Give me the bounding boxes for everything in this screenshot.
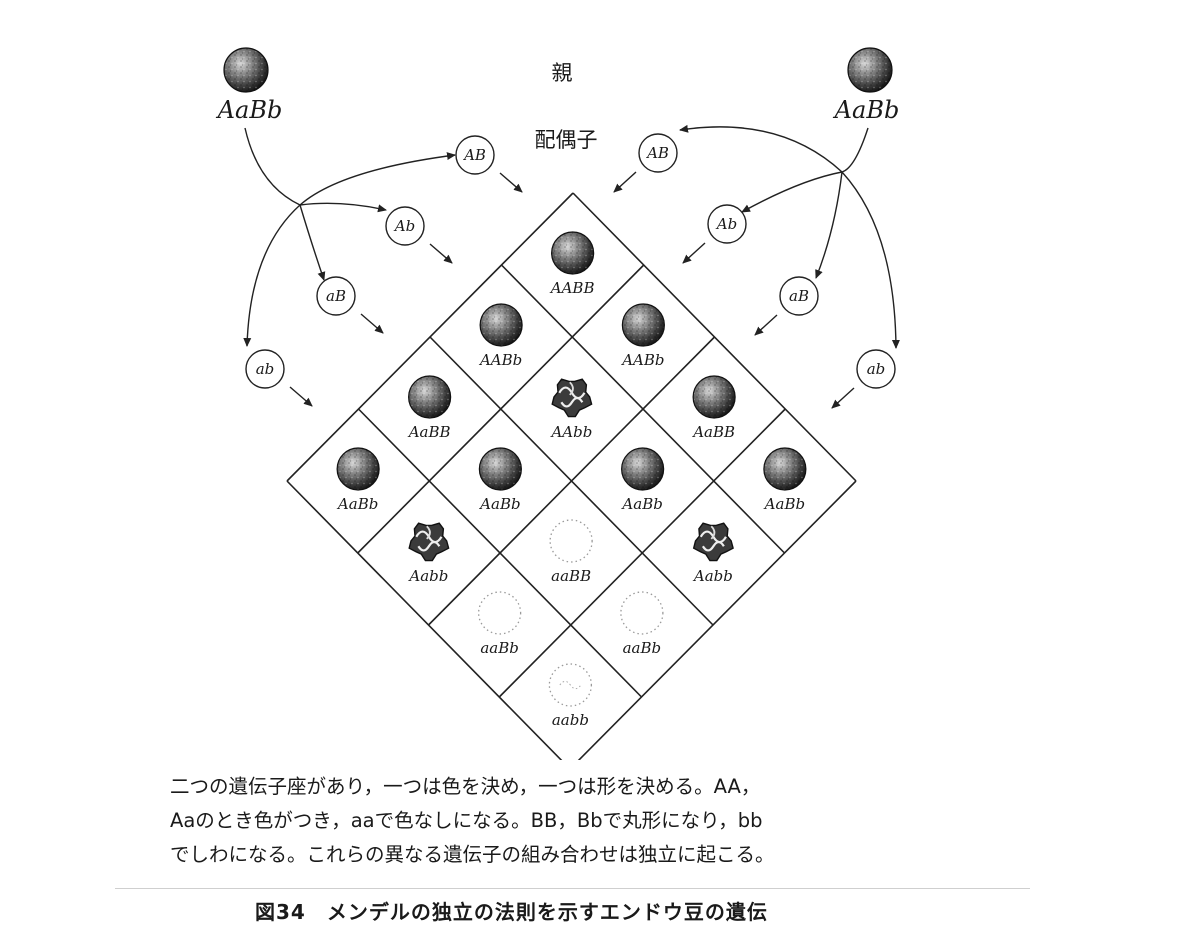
gamete-right-3: aB [754, 276, 819, 336]
offspring-cell: aaBB [549, 519, 593, 585]
parent-left-pea-icon [223, 47, 269, 93]
offspring-cell: AABb [478, 303, 523, 369]
offspring-cell: Aabb [407, 522, 450, 585]
pea-icon [692, 522, 734, 562]
gametes-left: AB Ab aB ab [245, 135, 523, 407]
figure-title: 図34 メンデルの独立の法則を示すエンドウ豆の遺伝 [255, 900, 768, 924]
offspring-cell: Aabb [692, 522, 734, 585]
pea-icon [763, 447, 807, 491]
divider [115, 888, 1030, 889]
parent-right-pea-icon [847, 47, 893, 93]
offspring-genotype: AaBB [691, 423, 735, 441]
pea-icon [692, 375, 736, 419]
pea-icon [479, 303, 523, 347]
gamete-right-2-label: Ab [715, 215, 737, 233]
pea-icon [549, 519, 593, 563]
offspring-genotype: aaBb [623, 639, 662, 657]
gamete-right-1: AB [613, 133, 678, 193]
offspring-genotype: AaBb [620, 495, 662, 513]
offspring-genotype: AABb [478, 351, 522, 369]
offspring-cell: AABb [620, 303, 665, 369]
gamete-right-2: Ab [682, 204, 747, 264]
offspring-cell: AaBB [407, 375, 452, 441]
gamete-right-3-label: aB [789, 287, 809, 305]
caption-line-2: Aaのとき色がつき，aaで色なしになる。BB，Bbで丸形になり，bb [170, 809, 763, 832]
pea-icon [548, 663, 593, 707]
gamete-right-1-label: AB [645, 144, 669, 162]
offspring-genotype: AaBb [478, 495, 520, 513]
gamete-left-3-label: aB [326, 287, 346, 305]
parent-left-genotype: AaBb [216, 96, 283, 124]
offspring-genotype: aabb [552, 711, 589, 729]
offspring-genotype: AAbb [549, 423, 592, 441]
gamete-left-2: Ab [385, 206, 453, 264]
gamete-left-3: aB [316, 276, 384, 334]
offspring-genotype: Aabb [692, 567, 733, 585]
gamete-left-4: ab [245, 349, 313, 407]
caption: 二つの遺伝子座があり，一つは色を決め，一つは形を決める。AA， Aaのとき色がつ… [170, 770, 1050, 872]
pea-icon [620, 591, 664, 635]
offspring-cell: AaBb [478, 447, 522, 513]
gametes-header: 配偶子 [535, 128, 598, 152]
offspring-cell: aaBb [477, 591, 522, 657]
offspring-genotype: Aabb [407, 567, 448, 585]
parent-right: AaBb [833, 47, 900, 124]
offspring-genotype: AaBb [336, 495, 378, 513]
gamete-right-4: ab [831, 349, 896, 409]
parent-right-genotype: AaBb [833, 96, 900, 124]
gamete-left-1: AB [455, 135, 523, 193]
offspring-genotype: aaBb [480, 639, 519, 657]
punnett-grid-lines [286, 192, 857, 760]
offspring-genotype: AaBb [763, 495, 805, 513]
pea-icon [477, 591, 522, 635]
offspring-cell: aabb [548, 663, 593, 729]
offspring-genotype: aaBB [551, 567, 591, 585]
parent-right-arrows [679, 124, 900, 349]
gametes-right: AB Ab aB ab [613, 133, 896, 409]
offspring-genotype: AaBB [407, 423, 451, 441]
offspring-cell: AABB [549, 231, 595, 297]
pea-icon [408, 375, 452, 419]
pea-icon [551, 231, 595, 275]
offspring-cell: AaBB [691, 375, 736, 441]
offspring-genotype: AABb [620, 351, 664, 369]
gamete-right-4-label: ab [867, 360, 886, 378]
caption-line-3: でしわになる。これらの異なる遺伝子の組み合わせは独立に起こる。 [170, 843, 775, 866]
gamete-left-2-label: Ab [393, 217, 415, 235]
parent-left-arrows [243, 127, 456, 347]
pea-icon [478, 447, 522, 491]
offspring-genotype: AABB [549, 279, 595, 297]
parents-header: 親 [552, 61, 573, 85]
pea-icon [551, 378, 593, 418]
caption-line-1: 二つの遺伝子座があり，一つは色を決め，一つは形を決める。AA， [170, 775, 761, 798]
pea-icon [408, 522, 450, 562]
parent-left: AaBb [216, 47, 283, 124]
pea-icon [336, 447, 380, 491]
gamete-left-1-label: AB [462, 146, 486, 164]
gamete-left-4-label: ab [256, 360, 275, 378]
offspring-cell: AAbb [549, 378, 593, 441]
pea-icon [621, 447, 665, 491]
mendel-punnett-diagram: 親 配偶子 AaBb AaBb AB Ab a [216, 47, 900, 760]
offspring-cell: aaBb [620, 591, 664, 657]
offspring-cell: AaBb [763, 447, 807, 513]
offspring-cell: AaBb [336, 447, 380, 513]
offspring-cell: AaBb [620, 447, 665, 513]
pea-icon [621, 303, 665, 347]
